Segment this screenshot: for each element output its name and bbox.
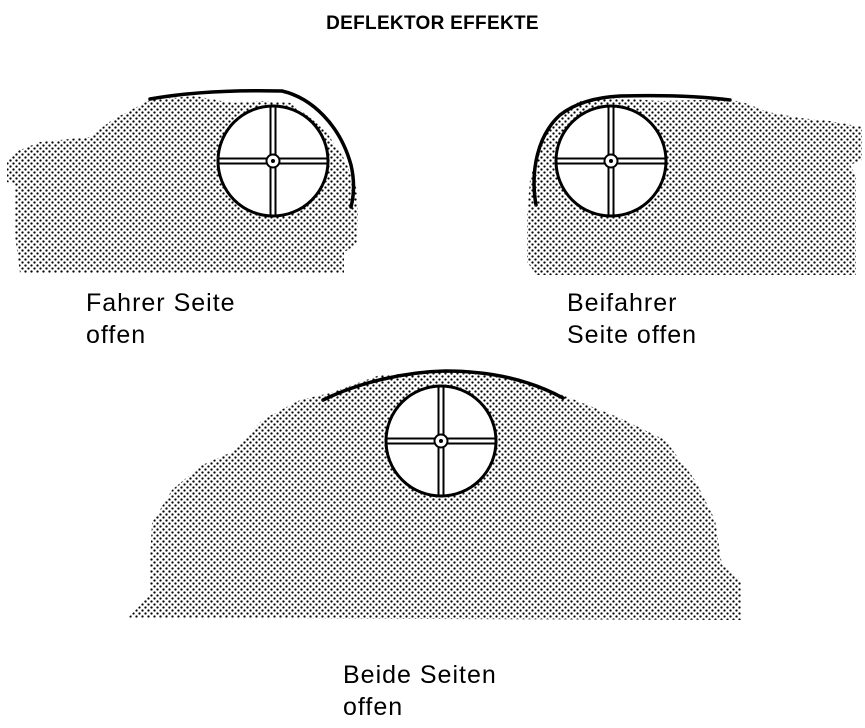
caption-passenger-side: Beifahrer Seite offen bbox=[567, 287, 697, 351]
caption-line: offen bbox=[86, 319, 236, 351]
diagram-title: DEFLEKTOR EFFEKTE bbox=[0, 13, 865, 35]
caption-both-sides: Beide Seiten offen bbox=[343, 659, 497, 723]
passenger-side-scenario bbox=[527, 96, 862, 275]
caption-driver-side: Fahrer Seite offen bbox=[86, 287, 236, 351]
sunroof-crosshair-icon bbox=[218, 106, 328, 216]
caption-line: Beifahrer bbox=[567, 287, 697, 319]
sunroof-crosshair-icon bbox=[556, 106, 666, 216]
both-sides-scenario bbox=[128, 371, 741, 620]
driver-side-scenario bbox=[7, 91, 358, 273]
sunroof-crosshair-icon bbox=[386, 386, 496, 496]
caption-line: Seite offen bbox=[567, 319, 697, 351]
caption-line: offen bbox=[343, 691, 497, 723]
caption-line: Fahrer Seite bbox=[86, 287, 236, 319]
caption-line: Beide Seiten bbox=[343, 659, 497, 691]
